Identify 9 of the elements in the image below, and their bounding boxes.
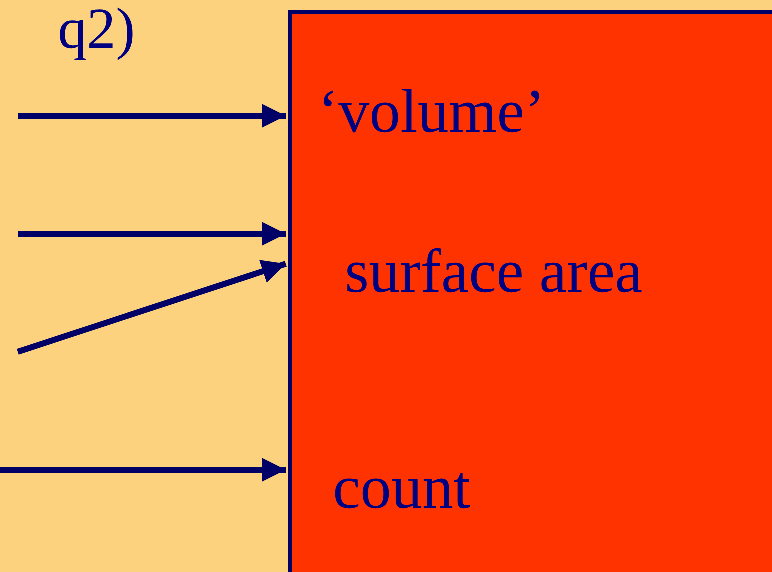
arrow [0, 458, 286, 482]
arrow [17, 260, 287, 355]
item-label: ‘volume’ [318, 81, 546, 143]
item-label: surface area [345, 241, 643, 303]
arrow [18, 222, 286, 246]
arrow [18, 104, 286, 128]
question-label: q2) [58, 0, 136, 58]
answer-panel [288, 10, 772, 572]
item-label: count [333, 457, 471, 519]
